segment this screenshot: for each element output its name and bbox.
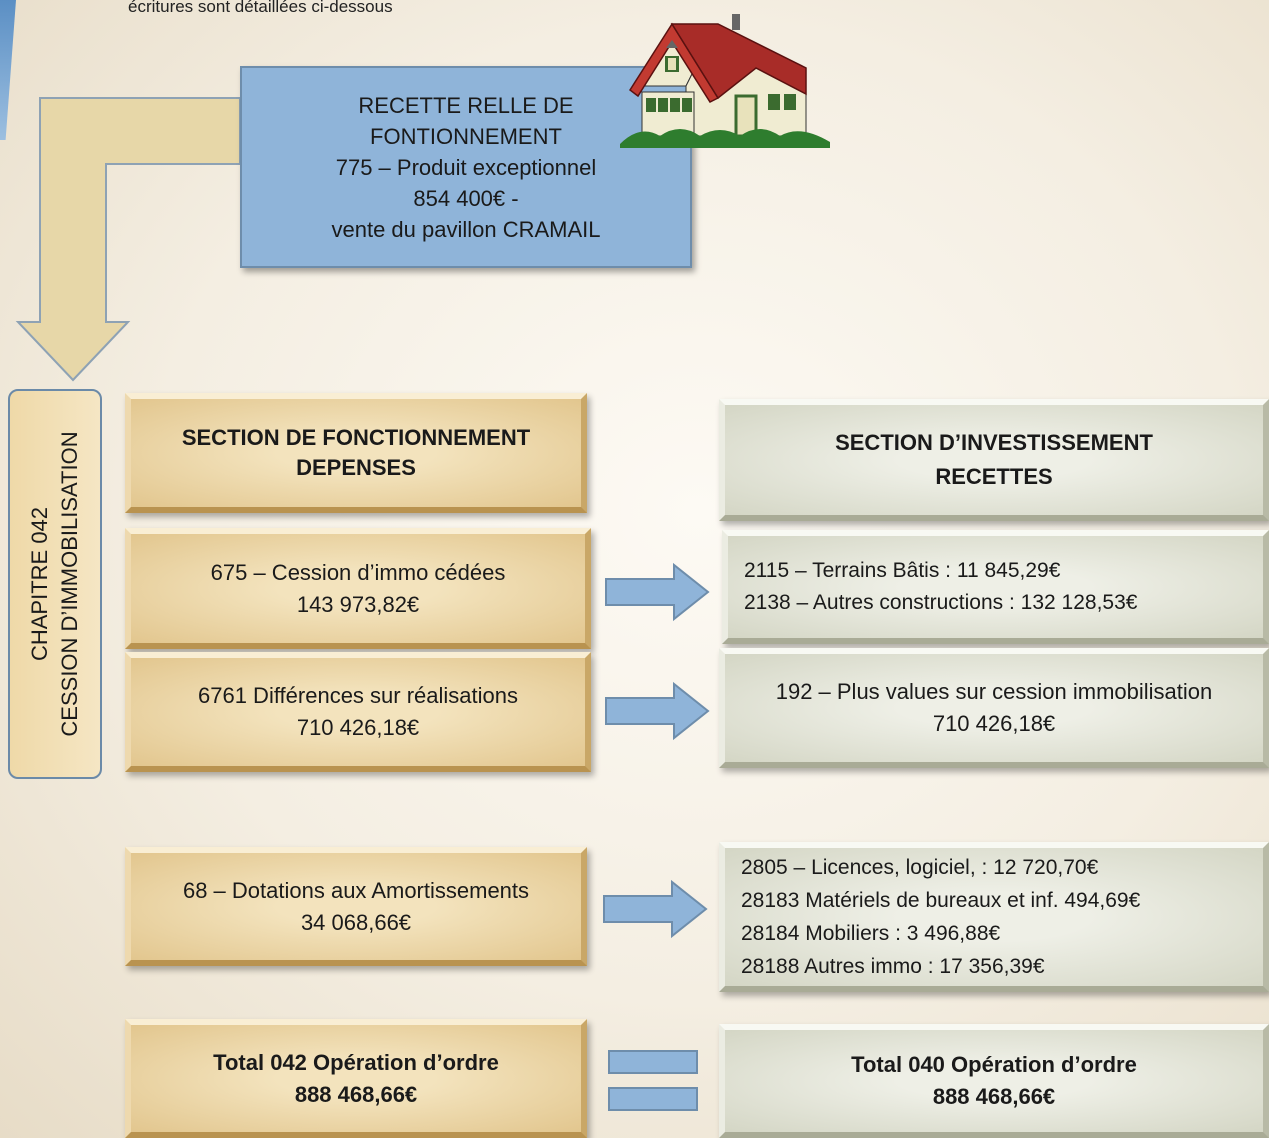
total-042-amount: 888 468,66€ — [294, 1081, 418, 1107]
chapitre-042-label: CHAPITRE 042 CESSION D’IMMOBILISATION — [25, 431, 85, 736]
section-fonct-line1: SECTION DE FONCTIONNEMENT — [181, 425, 531, 450]
arrow-right-icon — [605, 562, 710, 622]
expense-675-label: 675 – Cession d’immo cédées — [210, 559, 506, 585]
arrow-right-icon — [603, 879, 708, 939]
equals-sign-icon — [608, 1050, 698, 1111]
arrow-right-icon — [605, 681, 710, 741]
revenue-192-amount: 710 426,18€ — [932, 711, 1056, 736]
recette-account: 775 – Produit exceptionnel — [335, 154, 597, 180]
section-invest-line1: SECTION D’INVESTISSEMENT — [835, 430, 1153, 455]
section-invest-line2: RECETTES — [935, 464, 1053, 489]
total-042-box: Total 042 Opération d’ordre 888 468,66€ — [125, 1019, 587, 1138]
bent-down-arrow — [15, 97, 241, 382]
section-fonctionnement-header: SECTION DE FONCTIONNEMENT DEPENSES — [125, 393, 587, 513]
total-040-box: Total 040 Opération d’ordre 888 468,66€ — [719, 1024, 1269, 1138]
revenue-192-label: 192 – Plus values sur cession immobilisa… — [775, 679, 1213, 704]
expense-675-amount: 143 973,82€ — [296, 591, 420, 617]
revenue-2138-line: 2138 – Autres constructions : 132 128,53… — [744, 591, 1138, 614]
recette-amount: 854 400€ - — [413, 185, 519, 211]
total-040-amount: 888 468,66€ — [932, 1084, 1056, 1109]
expense-6761-amount: 710 426,18€ — [296, 715, 420, 740]
recette-reelle-box: RECETTE RELLE DE FONTIONNEMENT 775 – Pro… — [240, 66, 692, 268]
revenue-box-2115-2138: 2115 – Terrains Bâtis : 11 845,29€ 2138 … — [722, 530, 1269, 644]
chapitre-line2: CESSION D’IMMOBILISATION — [57, 431, 82, 737]
chapitre-042-box: CHAPITRE 042 CESSION D’IMMOBILISATION — [8, 389, 102, 779]
recette-description: vente du pavillon CRAMAIL — [331, 216, 601, 242]
expense-box-6761: 6761 Différences sur réalisations 710 42… — [125, 652, 591, 772]
expense-box-68: 68 – Dotations aux Amortissements 34 068… — [125, 847, 587, 966]
expense-68-amount: 34 068,66€ — [300, 909, 412, 935]
expense-68-label: 68 – Dotations aux Amortissements — [182, 877, 530, 903]
revenue-2115-line: 2115 – Terrains Bâtis : 11 845,29€ — [744, 559, 1061, 582]
house-icon — [620, 14, 830, 148]
recette-title-line1: RECETTE RELLE DE — [358, 92, 574, 118]
revenue-2805-line: 2805 – Licences, logiciel, : 12 720,70€ — [741, 856, 1099, 879]
recette-title-line2: FONTIONNEMENT — [370, 123, 562, 149]
revenue-28188-line: 28188 Autres immo : 17 356,39€ — [741, 955, 1045, 978]
revenue-box-192: 192 – Plus values sur cession immobilisa… — [719, 648, 1269, 768]
revenue-28184-line: 28184 Mobiliers : 3 496,88€ — [741, 922, 1001, 945]
revenue-box-amortissements: 2805 – Licences, logiciel, : 12 720,70€ … — [719, 842, 1269, 992]
chapitre-line1: CHAPITRE 042 — [27, 506, 52, 662]
revenue-28183-line: 28183 Matériels de bureaux et inf. 494,6… — [741, 889, 1141, 912]
expense-box-675: 675 – Cession d’immo cédées 143 973,82€ — [125, 528, 591, 649]
section-fonct-line2: DEPENSES — [296, 455, 416, 480]
expense-6761-label: 6761 Différences sur réalisations — [198, 683, 518, 708]
total-040-label: Total 040 Opération d’ordre — [851, 1052, 1137, 1077]
total-042-label: Total 042 Opération d’ordre — [213, 1049, 499, 1075]
intro-text: écritures sont détaillées ci-dessous — [128, 0, 393, 16]
section-investissement-header: SECTION D’INVESTISSEMENT RECETTES — [719, 399, 1269, 521]
